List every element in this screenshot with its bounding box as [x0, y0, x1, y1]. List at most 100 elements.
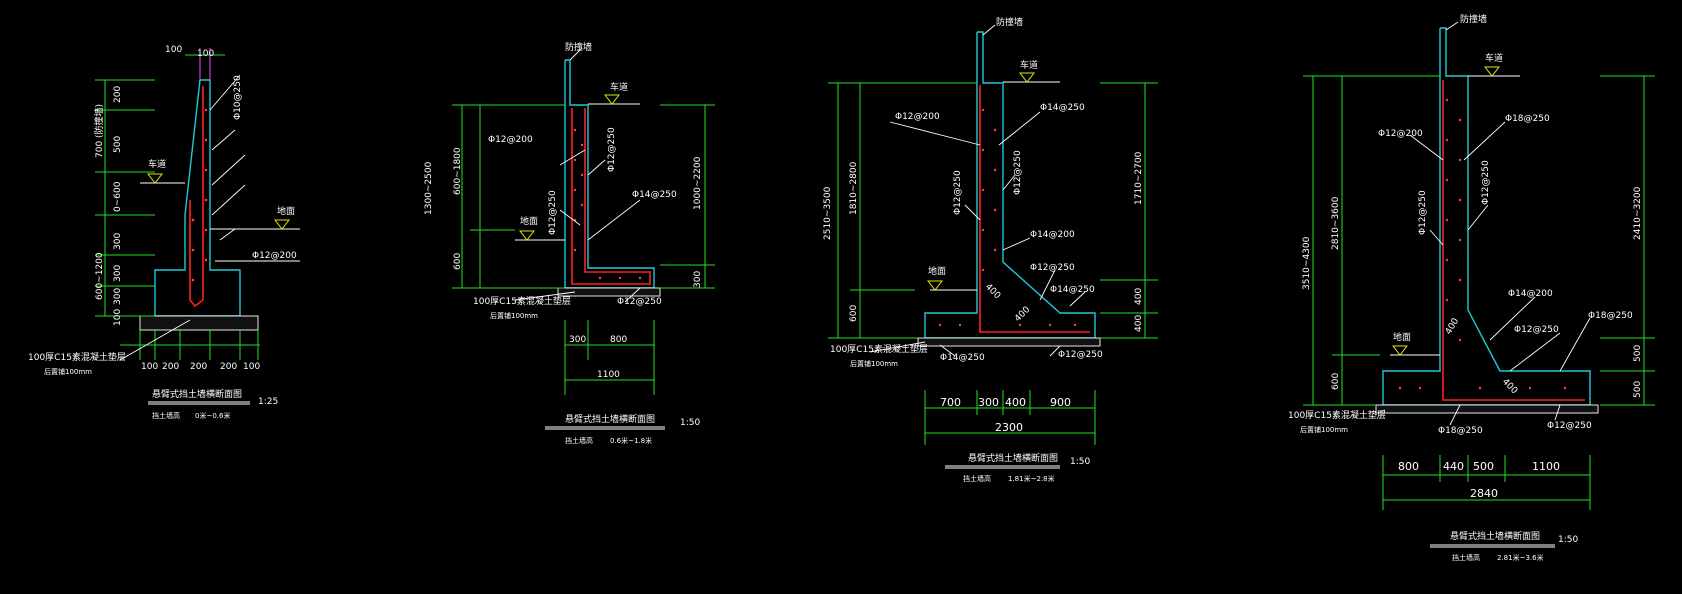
barrier-label-3: 防撞墙 — [996, 16, 1023, 28]
rebar-label-4h: Φ18@250 — [1438, 426, 1483, 436]
scale-1: 1:25 — [258, 397, 278, 407]
dim-b-2300-3: 2300 — [995, 421, 1023, 434]
barrier-label-4: 防撞墙 — [1460, 13, 1487, 25]
section-drawing-2: 防撞墙 车道 1300~2500 600~1800 600 Φ12@200 Φ1… — [424, 41, 715, 445]
dim-v-700: 700 (防撞墙) — [93, 104, 105, 158]
rebar-label-2b: Φ12@250 — [607, 127, 617, 172]
dim-v-2810-3600: 2810~3600 — [1331, 196, 1341, 250]
subtitle-val-3: 1.81米~2.8米 — [1008, 474, 1055, 483]
rebar-label-2e: Φ12@250 — [617, 297, 662, 307]
section-title-3: 悬臂式挡土墙横断面图 — [968, 452, 1058, 464]
dim-v-1810-2800: 1810~2800 — [849, 161, 859, 215]
cushion-3 — [917, 337, 1101, 347]
cushion-1 — [139, 315, 259, 331]
dim-v-300b: 300 — [113, 265, 123, 282]
haunch-label-3a: 400 — [983, 282, 1002, 301]
dim-v-500: 500 — [113, 136, 123, 153]
subtitle-val-4: 2.81米~3.6米 — [1497, 553, 1544, 562]
dim-b-800-4: 800 — [1398, 460, 1419, 473]
rebar-label-3d: Φ12@250 — [1013, 150, 1023, 195]
rebar-label-top: Φ10@250 — [233, 75, 243, 120]
dim-v-300c: 300 — [113, 288, 123, 305]
rebar-dots-4 — [1398, 98, 1567, 390]
dim-b-100b: 100 — [243, 362, 260, 372]
dim-v-600-3: 600 — [849, 305, 859, 322]
rebar-label-3f: Φ12@250 — [1030, 263, 1075, 273]
cushion-label-2a: 100厚C15素混凝土垫层 — [473, 295, 571, 307]
dim-v-500a: 500 — [1633, 345, 1643, 362]
dim-b-440-4: 440 — [1443, 460, 1464, 473]
dim-v-2510-3500: 2510~3500 — [823, 186, 833, 240]
cushion-label-3b: 后置铺100mm — [850, 359, 898, 368]
wall-outline-2 — [564, 59, 655, 289]
rebar-3 — [979, 85, 1090, 333]
dim-b-900-3: 900 — [1050, 396, 1071, 409]
cushion-4 — [1375, 404, 1599, 414]
subtitle-val-1: 0米~0.6米 — [195, 411, 230, 420]
section-title-4: 悬臂式挡土墙横断面图 — [1450, 530, 1540, 542]
dim-b-500-4: 500 — [1473, 460, 1494, 473]
rebar-label-2c: Φ12@250 — [548, 190, 558, 235]
rebar-label-3h: Φ14@250 — [940, 353, 985, 363]
rebar-label-4c: Φ12@250 — [1418, 190, 1428, 235]
section-title-2: 悬臂式挡土墙横断面图 — [565, 413, 655, 425]
dim-top-100a: 100 — [165, 45, 182, 55]
dim-b-2840-4: 2840 — [1470, 487, 1498, 500]
dim-v-400b: 400 — [1134, 315, 1144, 332]
rebar-label-4g: Φ18@250 — [1588, 311, 1633, 321]
section-drawing-3: 防撞墙 车道 Φ12@200 Φ14@250 2510~3500 1810~28… — [823, 16, 1158, 483]
cushion-label-2b: 后置铺100mm — [490, 311, 538, 320]
subtitle-key-1: 挡土墙高 — [152, 411, 180, 420]
rebar-label-4i: Φ12@250 — [1547, 421, 1592, 431]
dim-b-300-2: 300 — [569, 335, 586, 345]
dim-v-300-2: 300 — [693, 271, 703, 288]
rebar-4 — [1442, 80, 1585, 401]
dim-v-500b: 500 — [1633, 381, 1643, 398]
road-label-2: 车道 — [610, 81, 628, 93]
dim-v-1000-2200: 1000~2200 — [693, 156, 703, 210]
rebar-label-2a: Φ12@200 — [488, 135, 533, 145]
subtitle-key-2: 挡土墙高 — [565, 436, 593, 445]
rebar-1 — [189, 86, 204, 308]
dim-v-100: 100 — [113, 309, 123, 326]
dim-v-600-2: 600 — [453, 253, 463, 270]
scale-2: 1:50 — [680, 418, 700, 428]
ground-label: 地面 — [277, 205, 295, 217]
barrier-label-2: 防撞墙 — [565, 41, 592, 53]
ground-label-4: 地面 — [1393, 331, 1411, 343]
cushion-label-2: 后置铺100mm — [44, 367, 92, 376]
rebar-label-3g: Φ14@250 — [1050, 285, 1095, 295]
haunch-label-4b: 400 — [1500, 377, 1519, 396]
dim-b-400-3: 400 — [1005, 396, 1026, 409]
rebar-label-4f: Φ12@250 — [1514, 325, 1559, 335]
dim-b-200b: 200 — [190, 362, 207, 372]
road-label: 车道 — [148, 158, 166, 170]
dim-v-2410-3200: 2410~3200 — [1633, 186, 1643, 240]
dim-b-200a: 200 — [162, 362, 179, 372]
rebar-label-3e: Φ14@200 — [1030, 230, 1075, 240]
section-drawing-4: 防撞墙 车道 Φ12@200 Φ18@250 3510~4300 2810~36… — [1288, 13, 1655, 562]
rebar-label-4a: Φ12@200 — [1378, 129, 1423, 139]
dim-v-600-4: 600 — [1331, 373, 1341, 390]
haunch-label-4a: 400 — [1444, 316, 1461, 336]
rebar-label-bottom: Φ12@200 — [252, 251, 297, 261]
dim-b-1100-2: 1100 — [597, 370, 620, 380]
rebar-label-3b: Φ14@250 — [1040, 103, 1085, 113]
dim-b-100a: 100 — [141, 362, 158, 372]
rebar-label-2d: Φ14@250 — [632, 190, 677, 200]
cushion-label-1: 100厚C15素混凝土垫层 — [28, 351, 126, 363]
rebar-label-3c: Φ12@250 — [953, 170, 963, 215]
rebar-label-4e: Φ14@200 — [1508, 289, 1553, 299]
rebar-label-4d: Φ12@250 — [1481, 160, 1491, 205]
dim-v-200: 200 — [113, 86, 123, 103]
dim-v-1710-2700: 1710~2700 — [1134, 151, 1144, 205]
rebar-dots-1 — [191, 108, 208, 282]
rebar-label-3a: Φ12@200 — [895, 112, 940, 122]
rebar-label-3i: Φ12@250 — [1058, 350, 1103, 360]
section-drawing-1: 100 100 Φ10@250 200 500 700 (防撞墙) 车道 0~6… — [28, 45, 300, 420]
rebar-label-4b: Φ18@250 — [1505, 114, 1550, 124]
subtitle-val-2: 0.6米~1.8米 — [610, 436, 652, 445]
road-label-4: 车道 — [1485, 52, 1503, 64]
subtitle-key-3: 挡土墙高 — [963, 474, 991, 483]
dim-b-800-2: 800 — [610, 335, 627, 345]
